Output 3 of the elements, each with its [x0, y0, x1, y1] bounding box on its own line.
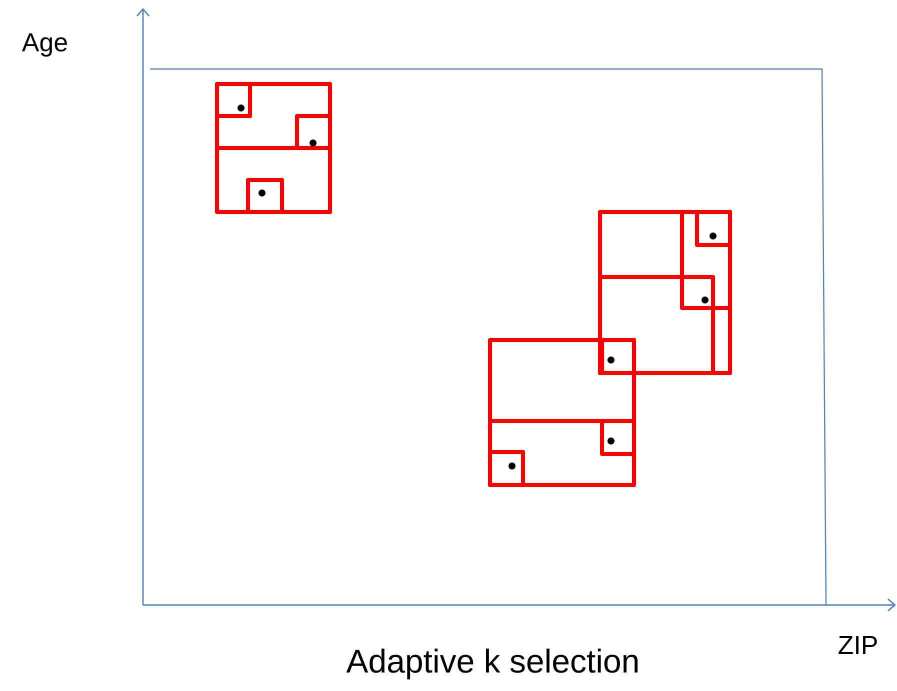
- caption: Adaptive k selection: [346, 648, 638, 680]
- axis-label: ZIP: [838, 636, 877, 654]
- axis-label: Age: [22, 33, 67, 57]
